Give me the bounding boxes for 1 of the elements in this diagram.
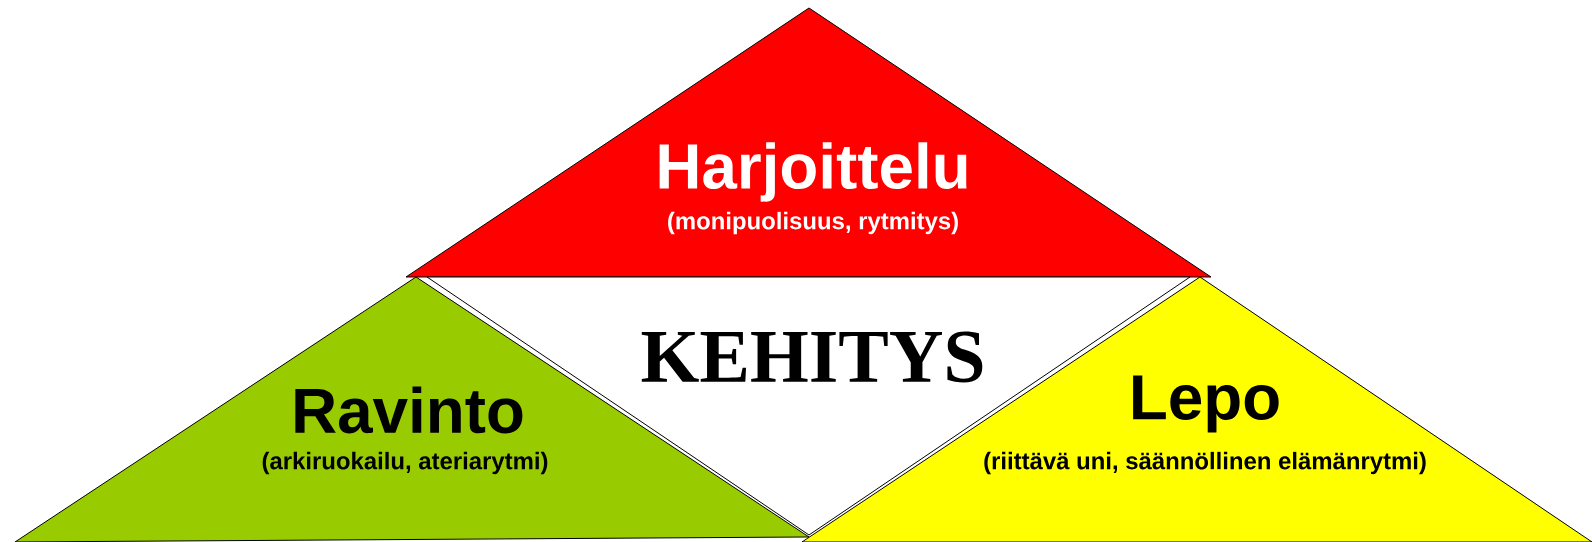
triangle: Harjoittelu (monipuolisuus, rytmitys)	[405, 7, 1212, 278]
